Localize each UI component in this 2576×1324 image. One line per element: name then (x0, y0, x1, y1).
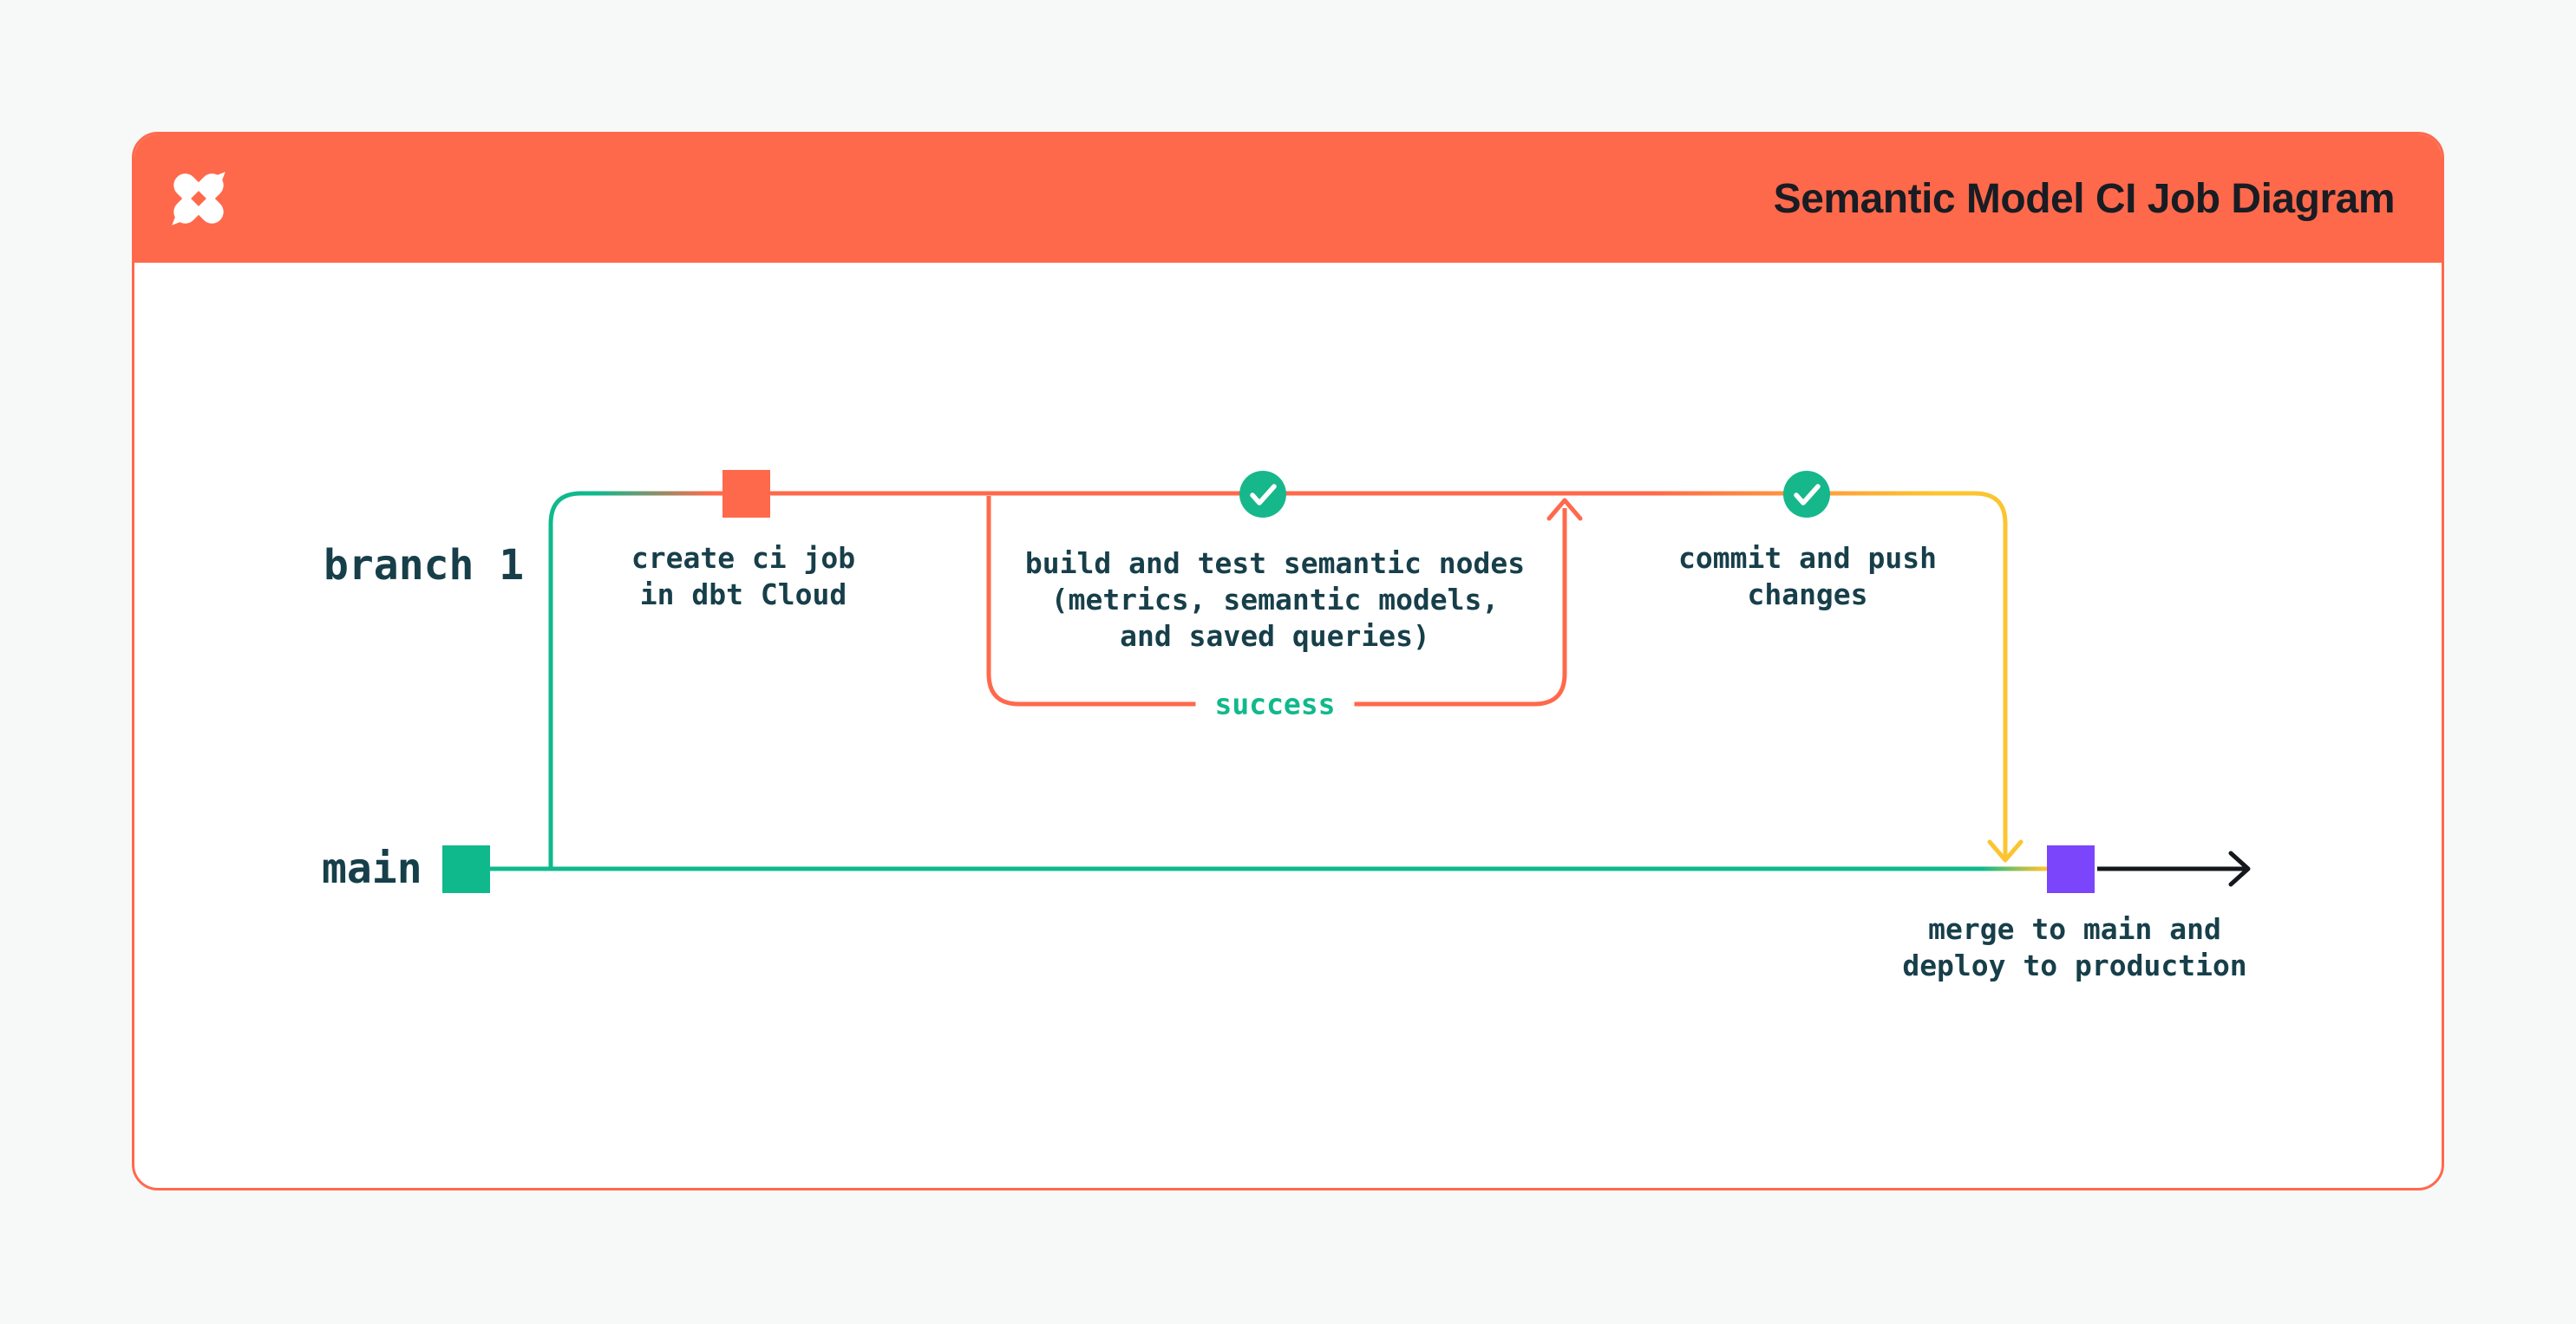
success-arrowhead-up-icon (1546, 498, 1583, 521)
commit-push-check-icon (1783, 471, 1830, 518)
main-start-commit-square (442, 845, 490, 893)
branch1-line-yellow-segment (1932, 491, 2008, 857)
node-text-line: build and test semantic nodes (1024, 546, 1526, 580)
node-text-line: deploy to production (1902, 949, 2247, 982)
commit-push-changes-label: commit and push changes (1678, 540, 1937, 613)
branch1-line-green-segment (548, 491, 600, 871)
merge-commit-square (2047, 845, 2095, 893)
node-text-line: commit and push (1677, 541, 1938, 575)
merge-deploy-label: merge to main and deploy to production (1902, 911, 2246, 984)
dbt-logo-icon (162, 162, 235, 235)
page-title: Semantic Model CI Job Diagram (1773, 175, 2396, 222)
production-arrowhead-right-icon (2228, 851, 2251, 887)
node-text-line: (metrics, semantic models, (1050, 583, 1500, 616)
node-text-line: merge to main and (1928, 912, 2221, 946)
build-test-semantic-nodes-label: build and test semantic nodes (metrics, … (1025, 545, 1525, 655)
main-branch-label: main (322, 845, 422, 893)
create-ci-commit-square (722, 470, 770, 518)
node-text-line: in dbt Cloud (639, 577, 847, 611)
merge-arrowhead-down-icon (1987, 839, 2024, 863)
dbt-logo-icon (172, 172, 226, 225)
branch1-label: branch 1 (324, 541, 525, 590)
node-text-line: create ci job (631, 541, 856, 575)
diagram-card: Semantic Model CI Job Diagram (132, 132, 2444, 1190)
success-label: success (1195, 685, 1355, 723)
build-test-check-icon (1239, 471, 1286, 518)
node-text-line: changes (1747, 577, 1868, 611)
create-ci-job-label: create ci job in dbt Cloud (631, 540, 855, 613)
node-text-line: and saved queries) (1120, 619, 1430, 653)
card-header: Semantic Model CI Job Diagram (134, 134, 2442, 263)
